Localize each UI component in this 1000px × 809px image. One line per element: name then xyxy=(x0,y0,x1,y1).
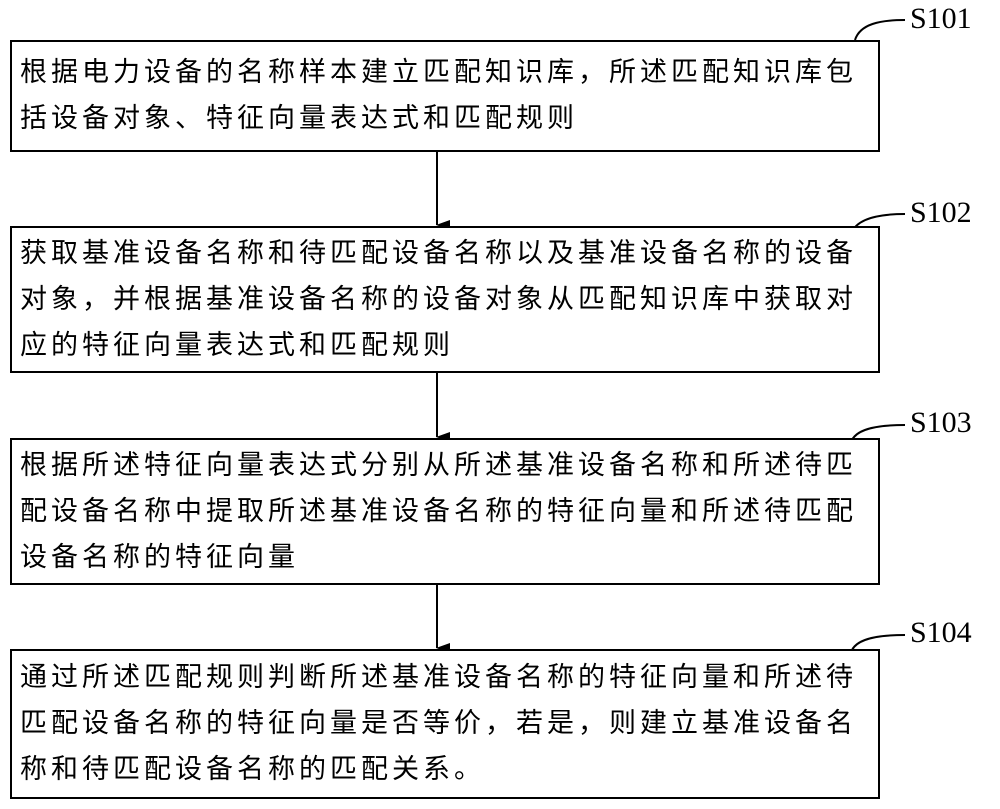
step-box-s102: 获取基准设备名称和待匹配设备名称以及基准设备名称的设备对象，并根据基准设备名称的… xyxy=(10,226,880,373)
step-text-s101: 根据电力设备的名称样本建立匹配知识库，所述匹配知识库包括设备对象、特征向量表达式… xyxy=(20,57,857,134)
leader-s101 xyxy=(854,19,906,41)
leader-s103 xyxy=(851,424,906,441)
step-box-s104: 通过所述匹配规则判断所述基准设备名称的特征向量和所述待匹配设备名称的特征向量是否… xyxy=(10,649,880,799)
step-text-s102: 获取基准设备名称和待匹配设备名称以及基准设备名称的设备对象，并根据基准设备名称的… xyxy=(20,237,857,361)
step-label-s103: S103 xyxy=(910,406,972,439)
leader-s104 xyxy=(851,634,906,651)
step-label-s102: S102 xyxy=(910,196,972,229)
step-text-s103: 根据所述特征向量表达式分别从所述基准设备名称和所述待匹配设备名称中提取所述基准设… xyxy=(20,449,857,573)
step-box-s103: 根据所述特征向量表达式分别从所述基准设备名称和所述待匹配设备名称中提取所述基准设… xyxy=(10,438,880,585)
step-label-s104: S104 xyxy=(910,616,972,649)
step-label-s101: S101 xyxy=(910,2,972,35)
step-box-s101: 根据电力设备的名称样本建立匹配知识库，所述匹配知识库包括设备对象、特征向量表达式… xyxy=(10,40,880,152)
step-text-s104: 通过所述匹配规则判断所述基准设备名称的特征向量和所述待匹配设备名称的特征向量是否… xyxy=(20,662,857,785)
